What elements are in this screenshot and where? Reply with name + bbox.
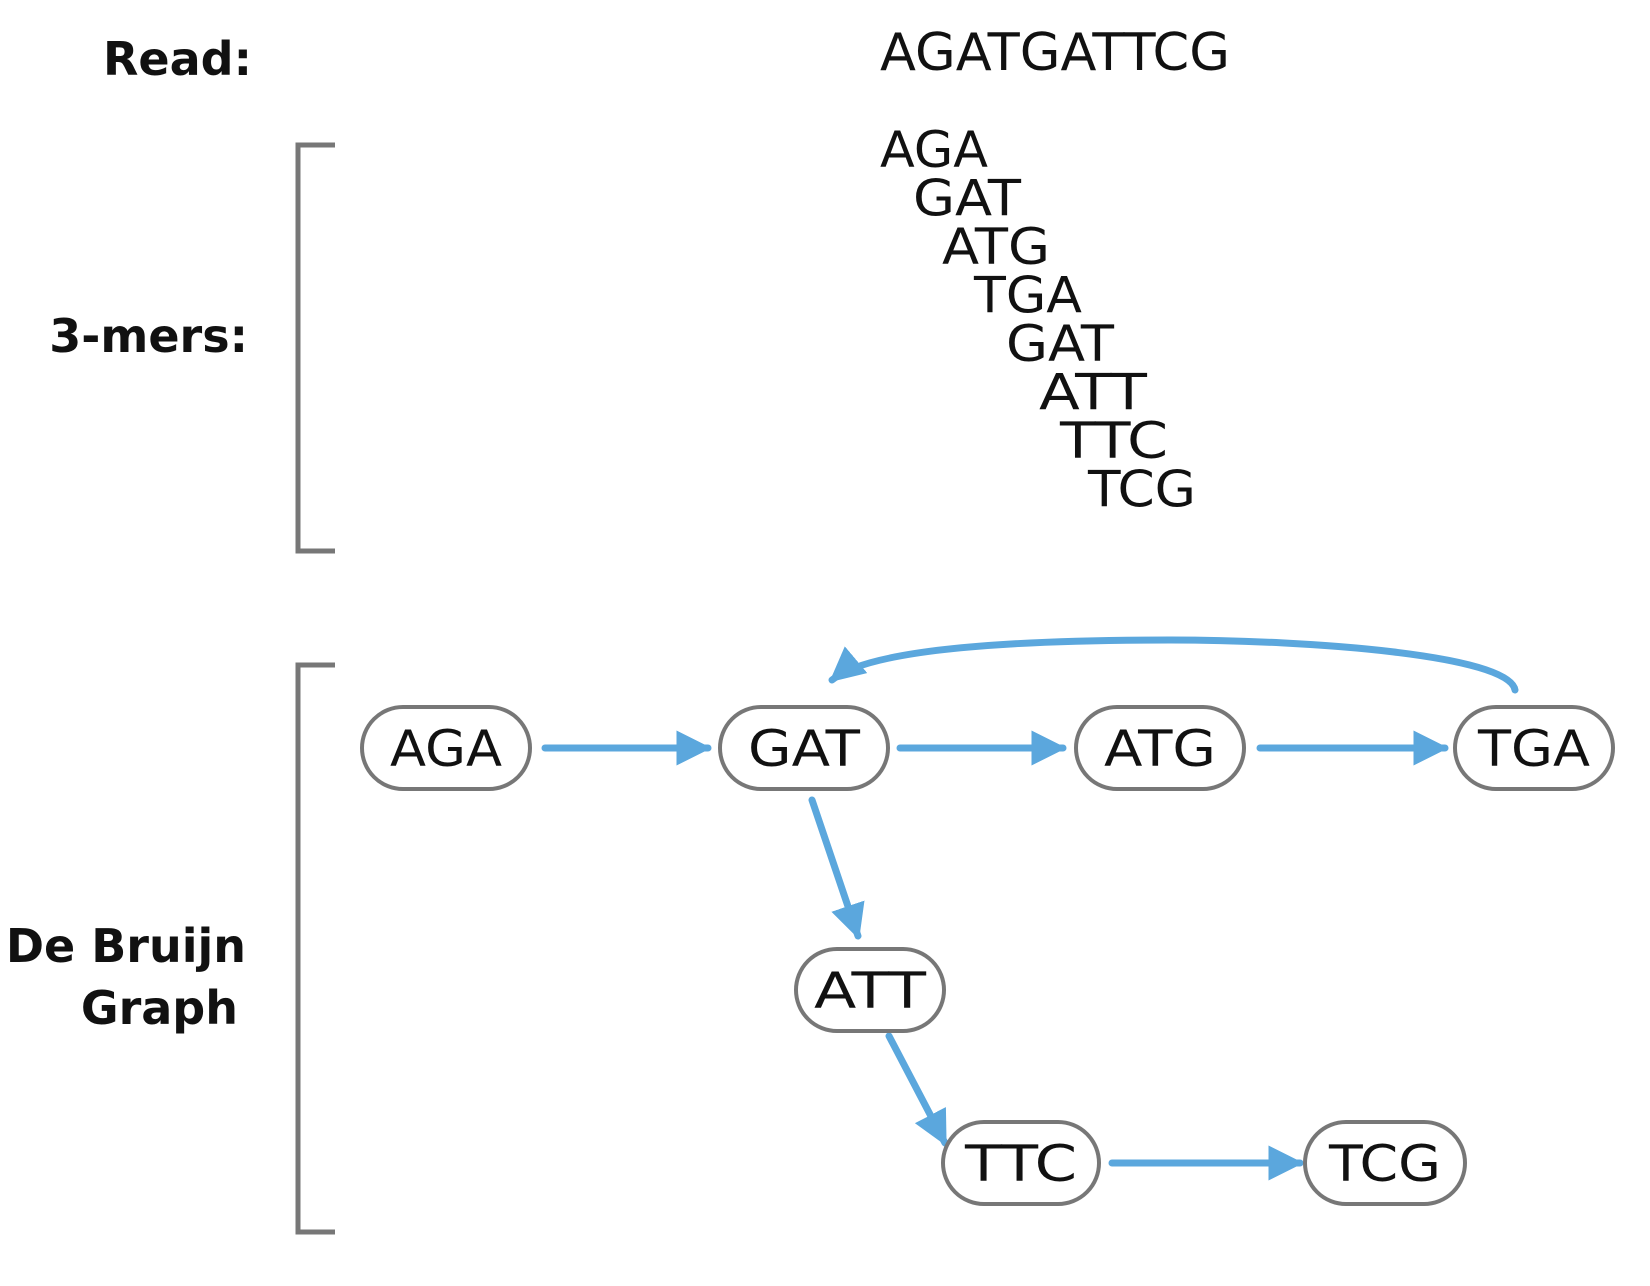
node-label: TCG [1328, 1135, 1441, 1193]
node-label: ATT [814, 962, 927, 1020]
node-label: TTC [964, 1135, 1077, 1193]
node-att: ATT [794, 947, 946, 1033]
kmer-5: GAT [1006, 315, 1114, 373]
edge-gat-to-att [808, 796, 865, 940]
kmer-8: TCG [1087, 461, 1196, 519]
node-gat: GAT [718, 705, 890, 791]
node-label: GAT [748, 720, 861, 778]
kmer-2: GAT [913, 170, 1021, 228]
kmer-7: TTC [1059, 412, 1168, 470]
kmer-4: TGA [973, 267, 1082, 325]
node-shape [360, 705, 532, 791]
node-label: ATG [1104, 720, 1216, 778]
kmer-6: ATT [1039, 364, 1148, 422]
graph-nodes: AGA GAT ATG TGA ATT TTC TCG [360, 705, 1615, 1206]
node-shape [1453, 705, 1615, 791]
node-tcg: TCG [1303, 1120, 1467, 1206]
kmer-1: AGA [880, 121, 988, 179]
node-shape [794, 947, 946, 1033]
graph-label-line2: Graph [81, 981, 238, 1035]
node-tga: TGA [1453, 705, 1615, 791]
edge-tga-to-gat [828, 636, 1519, 694]
kmer-3: ATG [942, 218, 1050, 276]
node-shape [1303, 1120, 1467, 1206]
read-label: Read: [103, 32, 252, 86]
edge-att-to-ttc [885, 1032, 949, 1147]
node-ttc: TTC [941, 1120, 1101, 1206]
read-sequence: AGATGATTCG [880, 23, 1230, 83]
node-shape [941, 1120, 1101, 1206]
kmers-label: 3-mers: [49, 309, 248, 363]
node-shape [718, 705, 890, 791]
node-label: TGA [1477, 720, 1590, 778]
graph-bracket [295, 662, 335, 1235]
node-atg: ATG [1074, 705, 1246, 791]
node-label: AGA [390, 720, 502, 778]
graph-label-line1: De Bruijn [6, 919, 246, 973]
kmers-bracket [295, 142, 335, 554]
node-shape [1074, 705, 1246, 791]
graph-edges [541, 636, 1519, 1181]
node-aga: AGA [360, 705, 532, 791]
